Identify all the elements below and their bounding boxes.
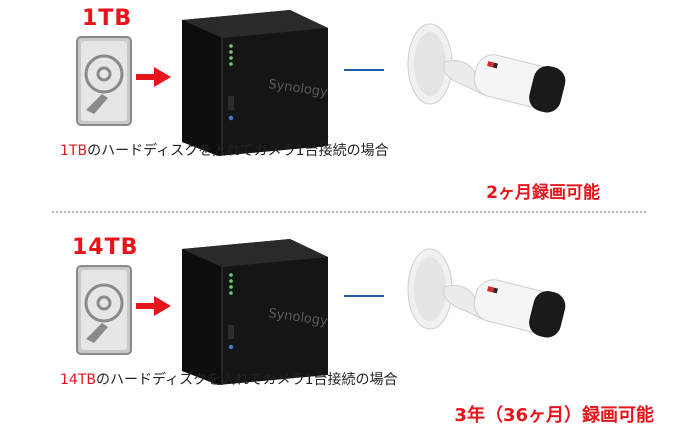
divider bbox=[52, 211, 646, 213]
recording-duration: 3年（36ヶ月）録画可能 bbox=[454, 405, 654, 426]
arrow-right-icon bbox=[136, 67, 171, 87]
caption-text: のハードディスクを入れてカメラ1台接続の場合 bbox=[87, 143, 389, 159]
section-1tb: 1TB Synology 1TBのハ bbox=[0, 0, 700, 214]
nas-device-icon: Synology bbox=[182, 10, 328, 156]
security-camera-icon bbox=[407, 248, 566, 338]
recording-duration: 2ヶ月録画可能 bbox=[486, 183, 600, 203]
security-camera-icon bbox=[407, 23, 566, 113]
arrow-right-icon bbox=[136, 296, 171, 316]
connection-line bbox=[344, 69, 384, 71]
section-14tb: 14TB Synology 14TB bbox=[0, 215, 700, 429]
nas-device-icon: Synology bbox=[182, 239, 328, 385]
hard-disk-icon bbox=[76, 36, 132, 126]
caption-capacity: 1TB bbox=[60, 143, 88, 159]
caption-text: のハードディスクを入れてカメラ1台接続の場合 bbox=[95, 372, 398, 388]
caption: 1TBのハードディスクを入れてカメラ1台接続の場合 bbox=[60, 140, 389, 160]
capacity-label: 1TB bbox=[82, 6, 133, 31]
caption-capacity: 14TB bbox=[60, 372, 96, 388]
caption: 14TBのハードディスクを入れてカメラ1台接続の場合 bbox=[60, 369, 398, 389]
hard-disk-icon bbox=[76, 265, 132, 355]
capacity-label: 14TB bbox=[72, 235, 139, 260]
connection-line bbox=[344, 295, 384, 297]
